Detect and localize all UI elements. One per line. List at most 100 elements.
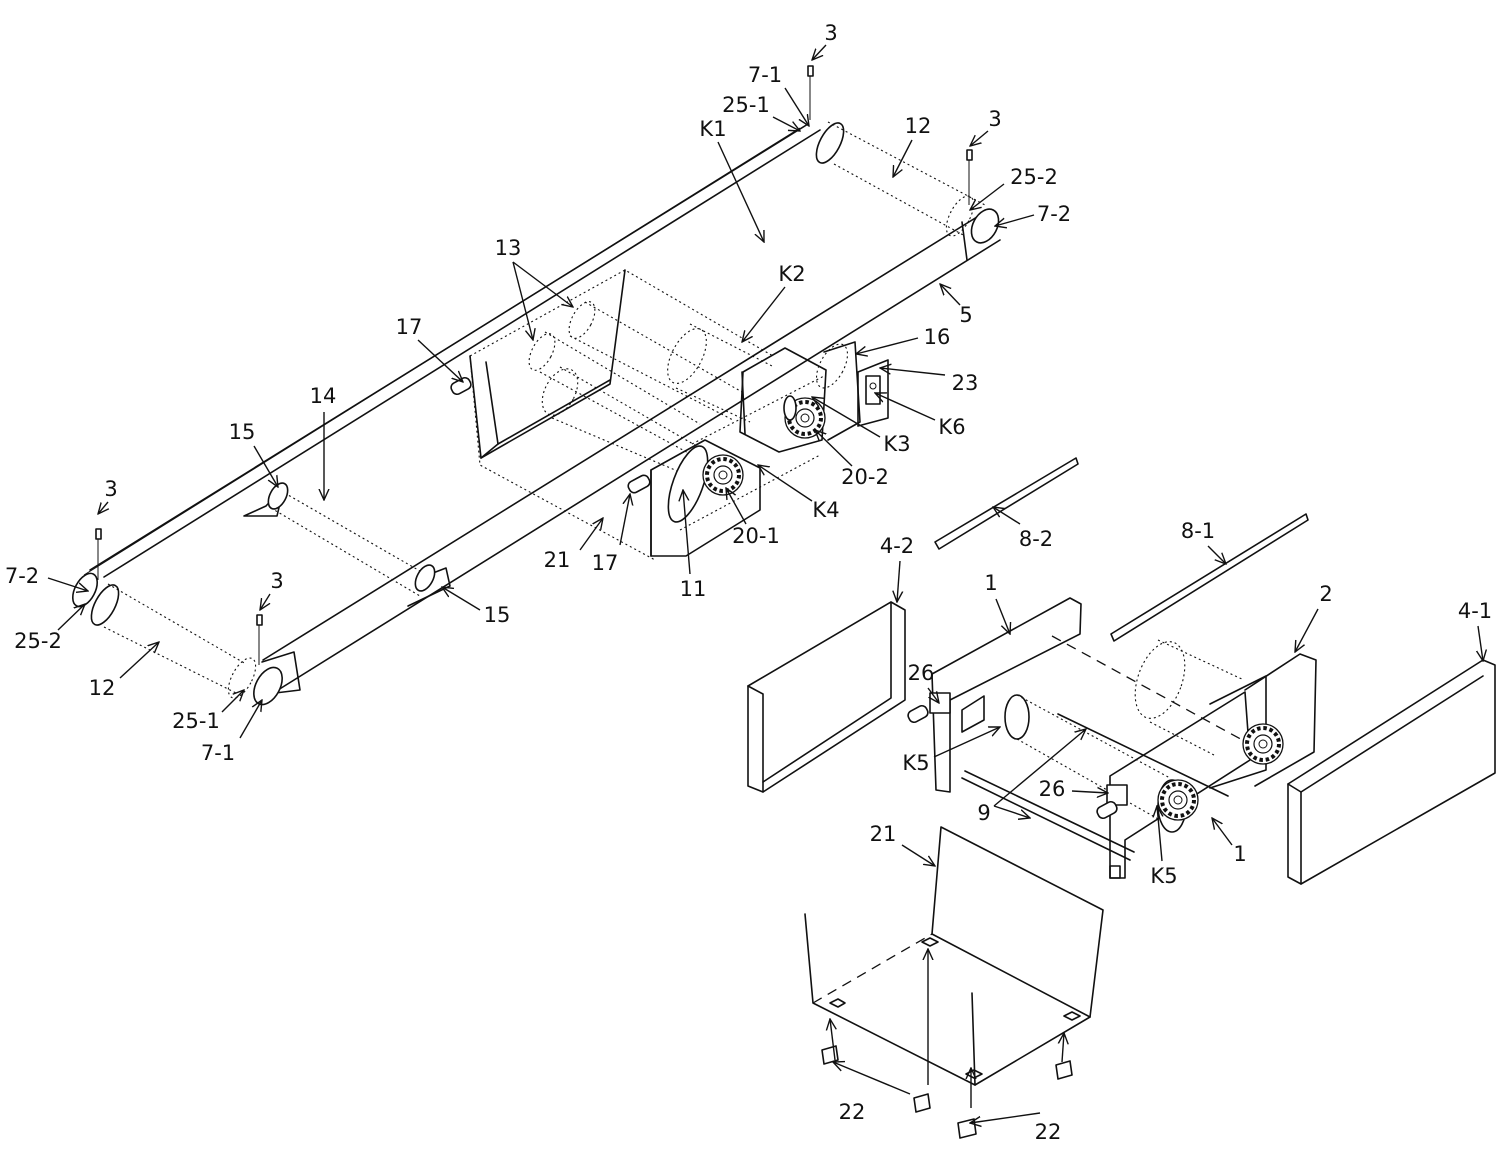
part-label: 8-1: [1181, 519, 1215, 543]
part-label: 7-1: [201, 741, 235, 765]
part-label: 22: [1035, 1120, 1062, 1144]
part-label: 17: [396, 315, 423, 339]
leader-arrow: [893, 139, 913, 177]
leader-arrow: [239, 700, 262, 739]
part-label: 14: [310, 384, 337, 408]
leader-arrow: [815, 430, 853, 467]
leader-arrow: [993, 507, 1021, 525]
part-label: K5: [902, 751, 929, 775]
part-label: 12: [89, 676, 116, 700]
part-label: 25-1: [722, 93, 770, 117]
leader-arrow: [683, 490, 691, 575]
leader-arrow: [119, 642, 159, 679]
leader-arrow: [940, 284, 961, 306]
belt-conveyor-unit: [71, 65, 1001, 706]
leader-arrow: [619, 494, 630, 546]
leader-arrow: [742, 286, 786, 342]
part-label: 7-2: [5, 564, 39, 588]
leader-arrow: [260, 593, 271, 610]
leader-arrow: [880, 368, 946, 376]
leader-arrow: [726, 488, 747, 525]
part-label: 16: [924, 325, 951, 349]
leader-arrow: [717, 141, 764, 242]
part-label: 7-2: [1037, 202, 1071, 226]
leader-arrow: [995, 598, 1010, 634]
leader-arrow: [442, 587, 481, 611]
part-label: 21: [870, 822, 897, 846]
part-label: 22: [839, 1100, 866, 1124]
part-label: 15: [484, 603, 511, 627]
part-label: 13: [495, 236, 522, 260]
part-label: 1: [984, 571, 997, 595]
part-label: 3: [104, 477, 117, 501]
part-label: 1: [1233, 842, 1246, 866]
leader-arrow: [253, 445, 278, 487]
bars: [934, 457, 1309, 642]
part-label: 7-1: [748, 63, 782, 87]
part-label: 12: [905, 114, 932, 138]
part-label: 25-2: [14, 629, 62, 653]
part-label: 25-2: [1010, 165, 1058, 189]
leader-arrow: [927, 687, 939, 703]
leader-arrow: [512, 261, 533, 340]
base-frame: [907, 597, 1317, 879]
part-label: 15: [229, 420, 256, 444]
leader-arrow: [970, 130, 989, 146]
part-label: 3: [270, 569, 283, 593]
side-covers: [747, 601, 1496, 885]
part-label: 2: [1319, 582, 1332, 606]
leader-arrow: [897, 560, 900, 602]
part-label: K6: [938, 415, 965, 439]
leader-arrow: [1207, 545, 1226, 564]
part-label: 3: [824, 21, 837, 45]
part-label: 23: [952, 371, 979, 395]
leader-arrow: [970, 183, 1005, 210]
part-label: K3: [883, 432, 910, 456]
leader-arrow: [875, 393, 936, 421]
leader-arrow: [833, 1062, 911, 1095]
part-label: 21: [544, 548, 571, 572]
part-label: 8-2: [1019, 527, 1053, 551]
leader-arrow: [47, 577, 88, 591]
leader-arrow: [512, 261, 573, 307]
part-label: 26: [1039, 777, 1066, 801]
part-label: 20-2: [841, 465, 889, 489]
leader-arrow: [417, 339, 463, 382]
leader-arrow: [57, 604, 85, 631]
leader-arrow: [970, 1112, 1041, 1123]
part-label: 5: [959, 303, 972, 327]
part-label: 20-1: [732, 524, 780, 548]
leader-arrow: [856, 337, 919, 354]
part-label: 25-1: [172, 709, 220, 733]
part-label: 9: [977, 801, 990, 825]
leader-arrow: [221, 690, 244, 713]
drive-unit: [469, 269, 889, 561]
leader-arrow: [901, 844, 935, 866]
part-label: K4: [812, 498, 839, 522]
leader-arrow: [1062, 1033, 1064, 1063]
part-label: 4-1: [1458, 599, 1492, 623]
leader-arrow: [1295, 608, 1319, 652]
leader-arrow: [812, 44, 827, 60]
leader-arrow: [772, 116, 800, 131]
leader-arrow: [98, 501, 108, 514]
part-label: 11: [680, 577, 707, 601]
leader-arrow: [830, 1019, 835, 1061]
leader-arrow: [579, 518, 603, 551]
leader-arrow: [758, 465, 813, 502]
leader-arrow: [1157, 806, 1162, 862]
leader-arrow: [933, 727, 1000, 758]
tray-21: [804, 826, 1104, 1139]
part-label: 4-2: [880, 534, 914, 558]
part-label: 26: [908, 661, 935, 685]
part-label: 17: [592, 551, 619, 575]
leader-arrow: [993, 729, 1086, 807]
part-label: K2: [778, 262, 805, 286]
leader-arrow: [995, 214, 1035, 226]
part-label: K5: [1150, 864, 1177, 888]
leader-arrow: [784, 87, 809, 126]
leader-arrow: [812, 397, 881, 438]
part-label: K1: [699, 117, 726, 141]
